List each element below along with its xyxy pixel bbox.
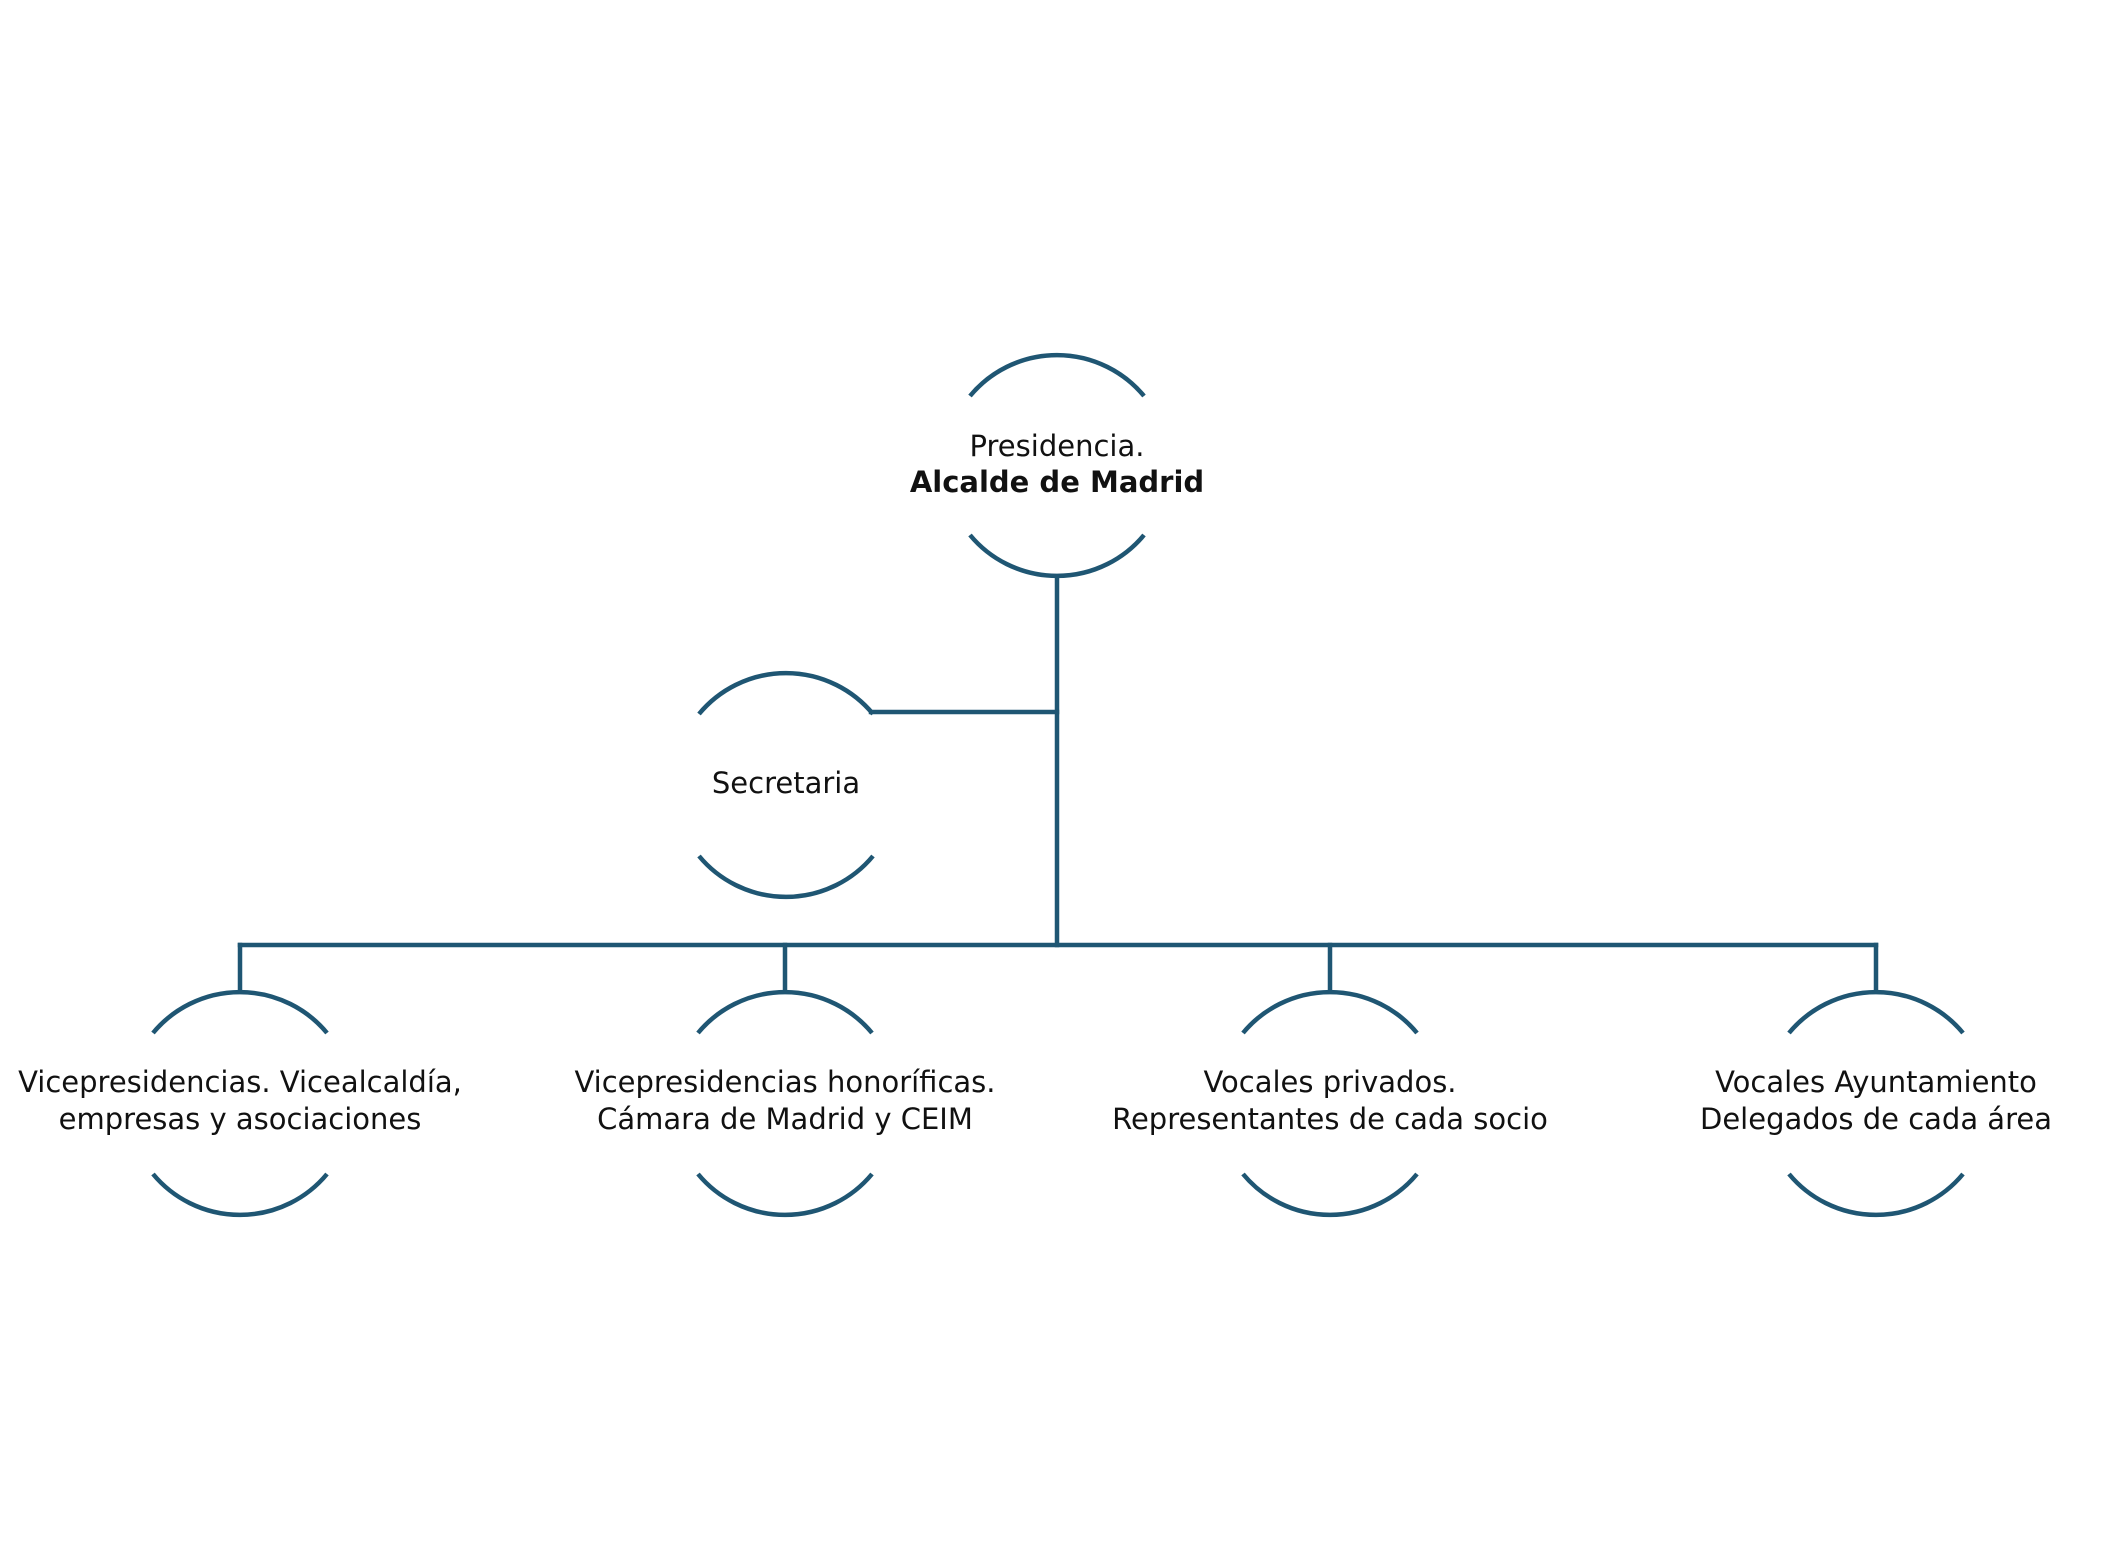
- node-arc-bottom: [1787, 1172, 1965, 1218]
- node-presidencia-line2: Alcalde de Madrid: [910, 465, 1204, 499]
- node-arc-top: [1787, 989, 1965, 1035]
- node-arc-top: [696, 989, 874, 1035]
- node-secretaria: Secretaria: [697, 670, 875, 900]
- node-arc-top: [697, 670, 875, 716]
- node-arc-bottom: [1241, 1172, 1419, 1218]
- node-presidencia-line1: Presidencia.: [970, 429, 1145, 463]
- node-arc-bottom: [696, 1172, 874, 1218]
- node-honorificas-line1: Vicepresidencias honoríficas.: [574, 1065, 995, 1099]
- node-vocales-ayuntamiento-line1: Vocales Ayuntamiento: [1715, 1065, 2037, 1099]
- node-arc-bottom: [968, 533, 1146, 579]
- node-vicepresidencias: Vicepresidencias. Vicealcaldía, empresas…: [18, 989, 462, 1218]
- node-vicepresidencias-line2: empresas y asociaciones: [59, 1102, 422, 1136]
- node-vicepresidencias-line1: Vicepresidencias. Vicealcaldía,: [18, 1065, 462, 1099]
- node-secretaria-line1: Secretaria: [712, 766, 860, 800]
- node-honorificas-line2: Cámara de Madrid y CEIM: [597, 1102, 973, 1136]
- node-honorificas: Vicepresidencias honoríficas. Cámara de …: [574, 989, 996, 1218]
- node-vocales-privados: Vocales privados. Representantes de cada…: [1112, 989, 1548, 1218]
- node-presidencia: Presidencia. Alcalde de Madrid: [910, 352, 1204, 579]
- node-arc-bottom: [151, 1172, 329, 1218]
- node-arc-top: [1241, 989, 1419, 1035]
- node-vocales-ayuntamiento: Vocales Ayuntamiento Delegados de cada á…: [1700, 989, 2052, 1218]
- node-vocales-ayuntamiento-line2: Delegados de cada área: [1700, 1102, 2052, 1136]
- connectors: [237, 574, 1879, 994]
- node-vocales-privados-line2: Representantes de cada socio: [1112, 1102, 1548, 1136]
- node-arc-top: [968, 352, 1146, 398]
- node-arc-top: [151, 989, 329, 1035]
- node-vocales-privados-line1: Vocales privados.: [1203, 1065, 1456, 1099]
- node-arc-bottom: [697, 854, 875, 900]
